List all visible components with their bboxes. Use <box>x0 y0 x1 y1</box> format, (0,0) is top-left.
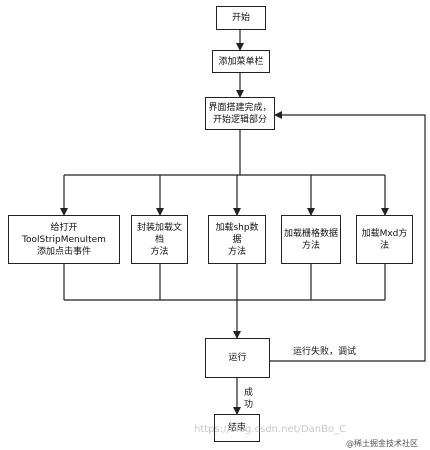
node-run-label: 运行 <box>228 353 247 363</box>
node-method-click-event: 给打开ToolStripMenuItem 添加点击事件 <box>8 215 120 264</box>
node-start-label: 开始 <box>231 13 250 23</box>
node-method-load-shp-line2: 方法 <box>227 246 246 257</box>
node-method-load-doc: 封装加载文档 方法 <box>131 215 188 264</box>
node-add-menu-label: 添加菜单栏 <box>218 56 264 67</box>
node-method-click-event-line2: 添加点击事件 <box>36 246 91 257</box>
node-method-load-mxd-line2: 法 <box>379 240 389 251</box>
node-method-load-raster-line1: 加载栅格数据 <box>284 228 339 239</box>
node-method-load-shp-line1: 加载shp数据 <box>215 222 259 245</box>
node-method-load-mxd: 加载Mxd方 法 <box>356 215 413 264</box>
node-add-menu: 添加菜单栏 <box>212 50 270 73</box>
node-method-load-raster-line2: 方法 <box>301 240 320 251</box>
node-end: 结束 <box>214 414 260 442</box>
watermark-site: @稀土掘金技术社区 <box>346 439 418 448</box>
node-method-load-raster: 加载栅格数据 方法 <box>281 215 341 264</box>
edge-label-success-1: 成 <box>244 388 254 398</box>
node-method-load-doc-line1: 封装加载文档 <box>136 222 182 245</box>
edge-label-success-2: 功 <box>244 400 254 410</box>
node-ui-done-line1: 界面搭建完成， <box>208 102 272 113</box>
node-ui-done-line2: 开始逻辑部分 <box>212 114 267 125</box>
watermark-url: https://blog.csdn.net/DanBo_C <box>194 424 347 435</box>
node-ui-done: 界面搭建完成， 开始逻辑部分 <box>205 97 275 130</box>
arrow-fail-loop <box>270 111 426 362</box>
node-method-click-event-line1: 给打开ToolStripMenuItem <box>22 222 106 245</box>
node-run: 运行 <box>205 338 270 378</box>
node-method-load-mxd-line1: 加载Mxd方 <box>361 228 408 239</box>
node-method-load-doc-line2: 方法 <box>150 246 169 257</box>
edge-label-fail: 运行失败，调试 <box>293 347 357 357</box>
node-start: 开始 <box>216 6 266 30</box>
node-method-load-shp: 加载shp数据 方法 <box>208 215 266 264</box>
node-end-label: 结束 <box>227 423 246 433</box>
